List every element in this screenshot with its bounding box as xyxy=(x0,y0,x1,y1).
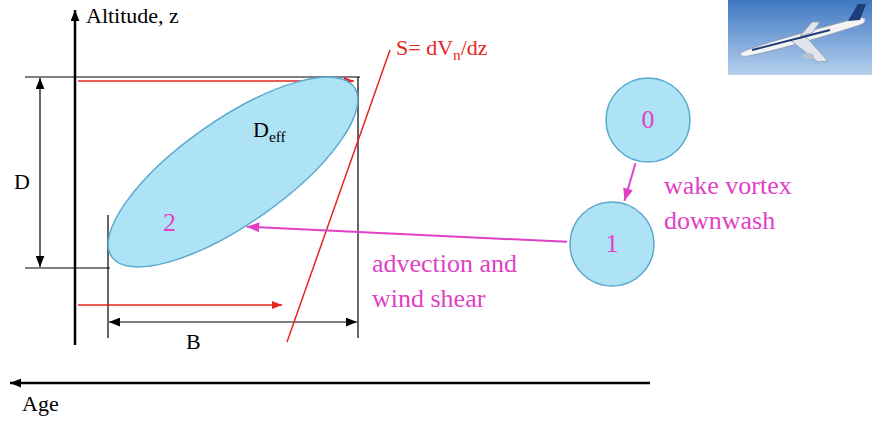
shear-formula: S= dVn/dz xyxy=(396,36,488,60)
edge-label: advection and wind shear xyxy=(372,246,557,316)
extension-line xyxy=(25,267,110,268)
aircraft-photo xyxy=(728,0,872,75)
altitude-axis xyxy=(74,10,77,345)
extension-line xyxy=(107,215,108,338)
age-axis xyxy=(10,382,650,385)
edge-label: wake vortex downwash xyxy=(664,168,814,238)
vortex-ellipse: 2 xyxy=(108,77,358,267)
extension-line xyxy=(25,76,360,77)
flow-arrow xyxy=(247,227,567,242)
dimension-line xyxy=(109,321,357,322)
dimension-label: D xyxy=(14,170,30,194)
dimension-line xyxy=(39,78,40,267)
dimension-label: B xyxy=(186,330,201,354)
vortex-circle: 1 xyxy=(569,201,655,287)
stage-number: 0 xyxy=(642,107,655,133)
axis-label: Altitude, z xyxy=(86,4,179,28)
stage-number: 1 xyxy=(606,231,619,257)
flow-arrow xyxy=(625,163,636,201)
axis-label: Age xyxy=(22,392,59,416)
vortex-circle: 0 xyxy=(605,77,691,163)
stage-number: 2 xyxy=(163,210,176,236)
node-outline xyxy=(108,77,358,267)
shear-reference-line xyxy=(78,304,282,306)
extension-line xyxy=(357,77,358,338)
dimension-label: Deff xyxy=(253,118,286,142)
